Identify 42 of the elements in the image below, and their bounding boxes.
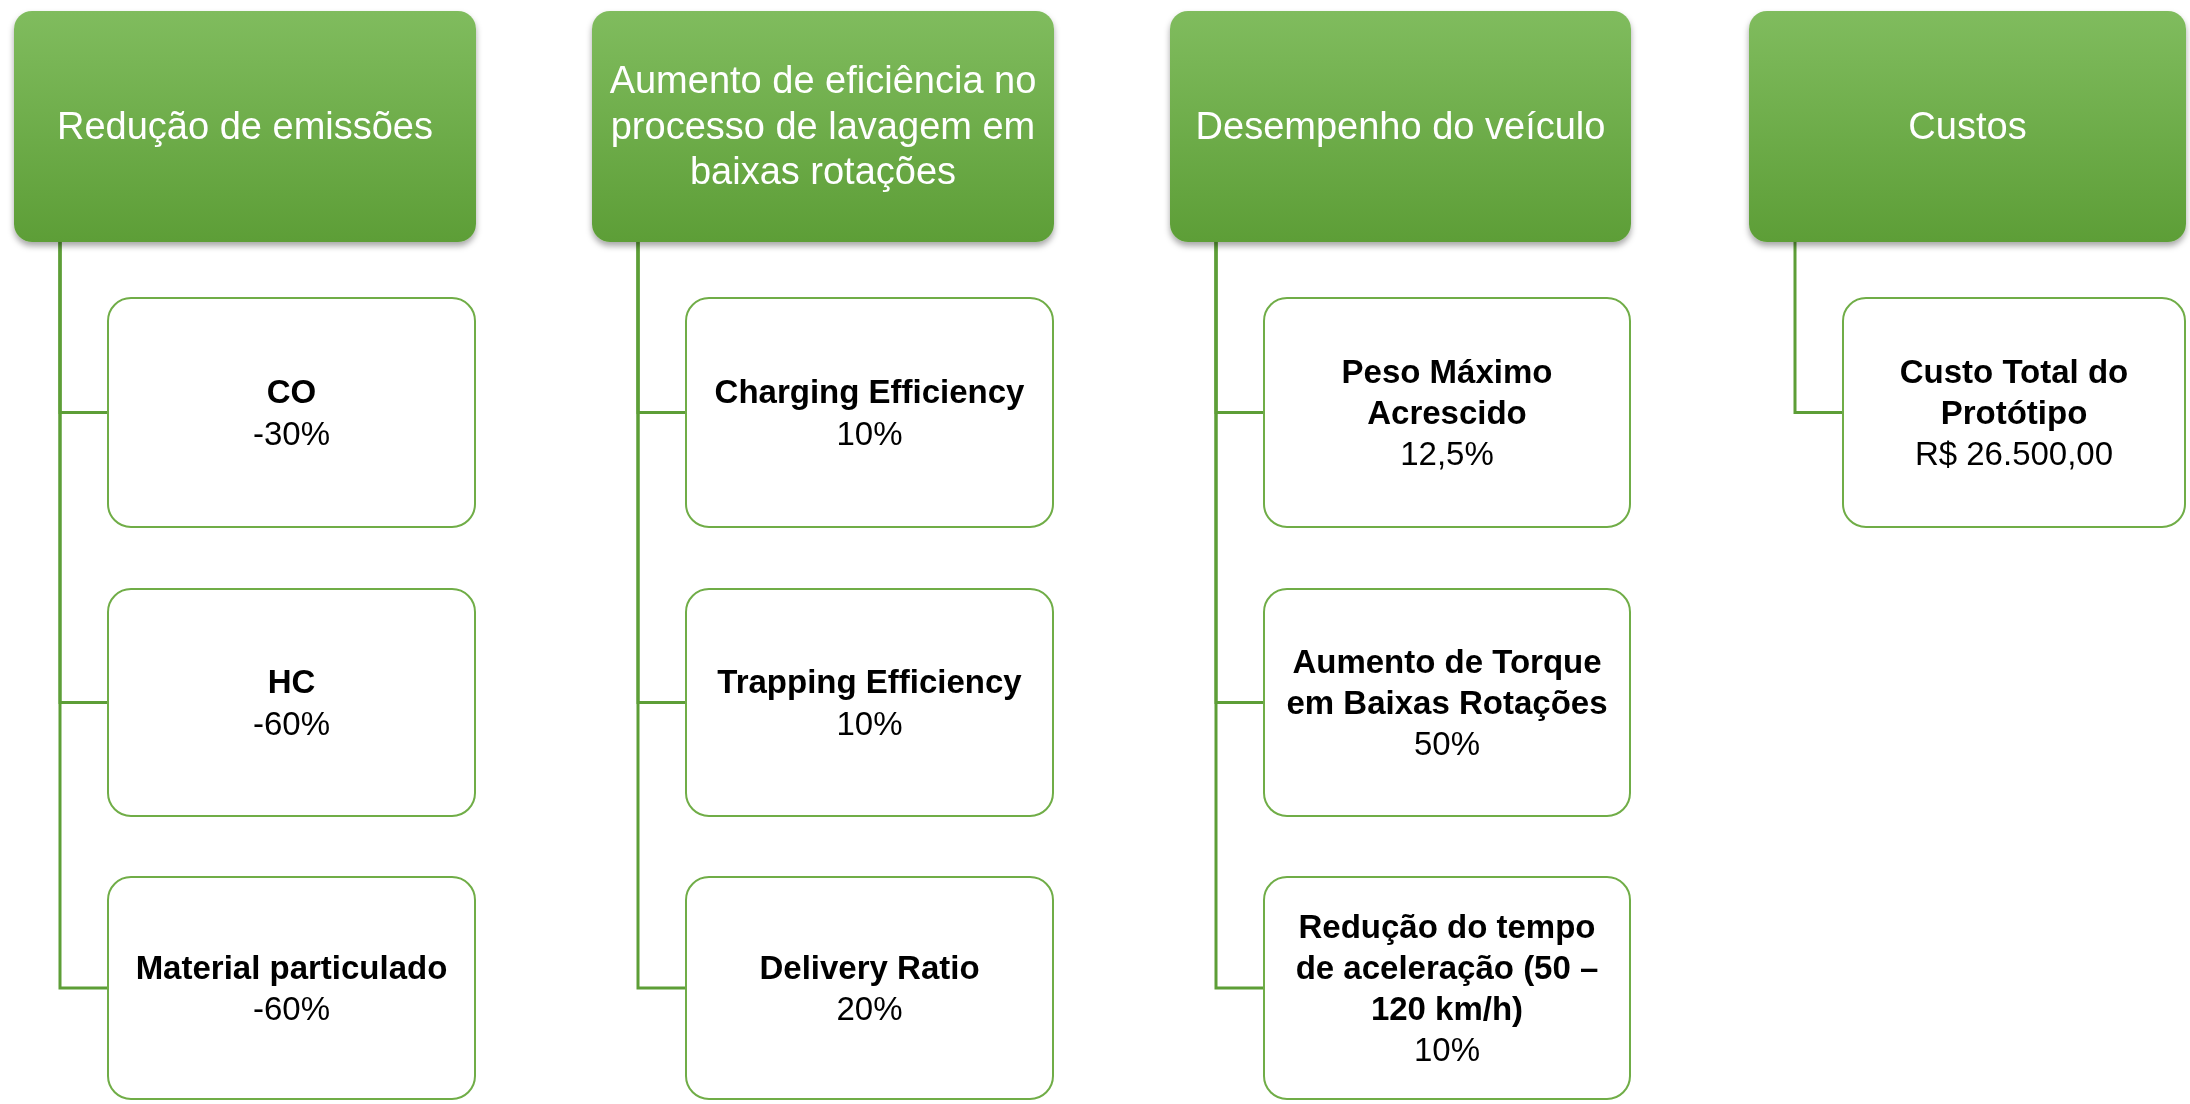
metric-name: Peso Máximo Acrescido — [1340, 351, 1554, 433]
metric-value: 12,5% — [1400, 434, 1494, 475]
metric-name: CO — [266, 372, 317, 413]
metric-value: R$ 26.500,00 — [1914, 434, 2114, 475]
connector-line — [636, 242, 685, 990]
metric-name: Redução do tempo de aceleração (50 – 120 km/h) — [1294, 906, 1600, 1029]
metric-card — [685, 297, 1054, 528]
metric-name: Trapping Efficiency — [717, 662, 1022, 703]
metric-name: HC — [267, 662, 316, 703]
metric-card — [107, 876, 476, 1100]
metric-value: 10% — [836, 413, 903, 454]
metric-card — [1842, 297, 2186, 528]
header-title: Desempenho do veículo — [1195, 103, 1606, 149]
metric-value: 20% — [836, 989, 903, 1029]
header-title: Custos — [1908, 103, 2027, 149]
header-title: Redução de emissões — [57, 103, 433, 149]
connector-line — [58, 242, 107, 990]
metric-value: -60% — [252, 703, 330, 744]
header-title: Aumento de eficiência no processo de lavagem em baixas rotações — [608, 58, 1038, 195]
category-header — [1170, 11, 1631, 242]
category-header — [1749, 11, 2186, 242]
metric-value: 10% — [1413, 1030, 1481, 1071]
metric-card — [1263, 588, 1631, 817]
metric-card — [685, 588, 1054, 817]
metric-name: Material particulado — [135, 947, 448, 988]
metric-value: 10% — [836, 703, 903, 744]
metric-name: Delivery Ratio — [759, 947, 980, 988]
metric-name: Custo Total do Protótipo — [1898, 351, 2130, 433]
metric-name: Charging Efficiency — [714, 372, 1025, 413]
metric-value: -30% — [252, 413, 330, 454]
connector-line — [1793, 242, 1842, 414]
metric-card — [685, 876, 1054, 1100]
connector-line — [1214, 242, 1263, 990]
metric-value: 50% — [1413, 724, 1481, 765]
metric-value: -60% — [252, 989, 330, 1029]
category-header — [14, 11, 476, 242]
metric-name: Aumento de Torque em Baixas Rotações — [1285, 641, 1609, 723]
category-header — [592, 11, 1054, 242]
metric-card — [107, 297, 476, 528]
metric-card — [107, 588, 476, 817]
metric-card — [1263, 297, 1631, 528]
metric-card — [1263, 876, 1631, 1100]
